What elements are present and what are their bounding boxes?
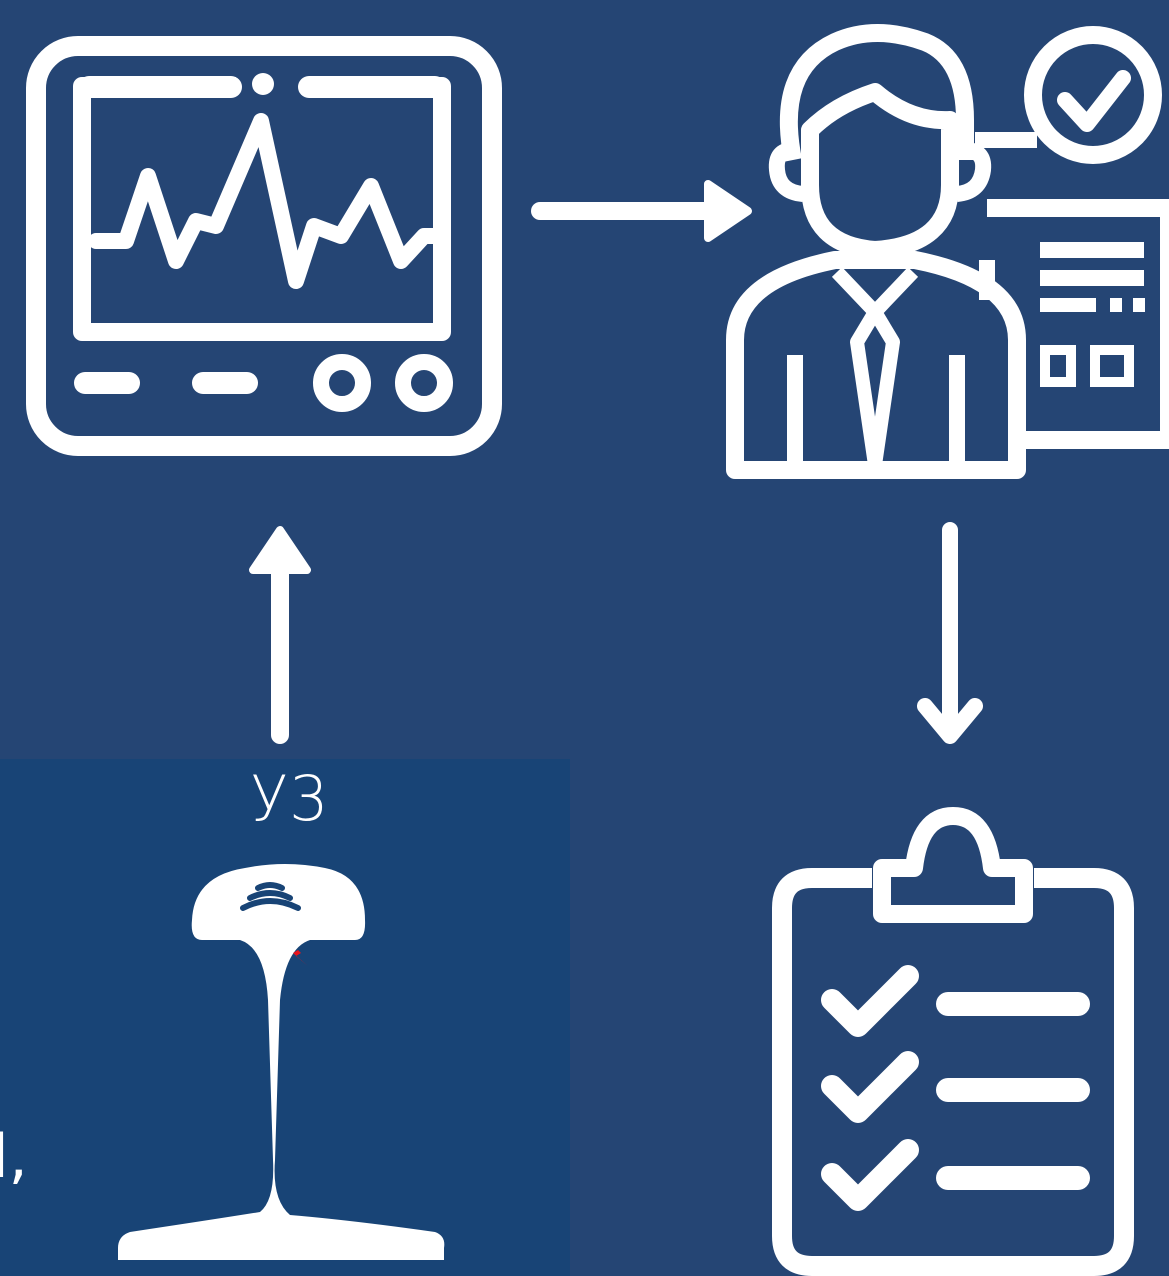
checklist-icon — [772, 807, 1134, 1276]
inspector-icon — [726, 24, 1169, 479]
cropped-caption-line-1: l, — [0, 1122, 28, 1192]
cropped-caption: l, — [0, 1120, 28, 1194]
arrow-right-icon — [531, 180, 752, 242]
monitor-icon — [26, 36, 502, 456]
sensor-label: У3 — [250, 762, 330, 835]
rail-sensor-panel — [0, 759, 570, 1276]
arrow-up-icon — [249, 526, 311, 744]
arrow-down-icon — [917, 522, 983, 744]
rail-sensor-icon — [118, 864, 445, 1260]
